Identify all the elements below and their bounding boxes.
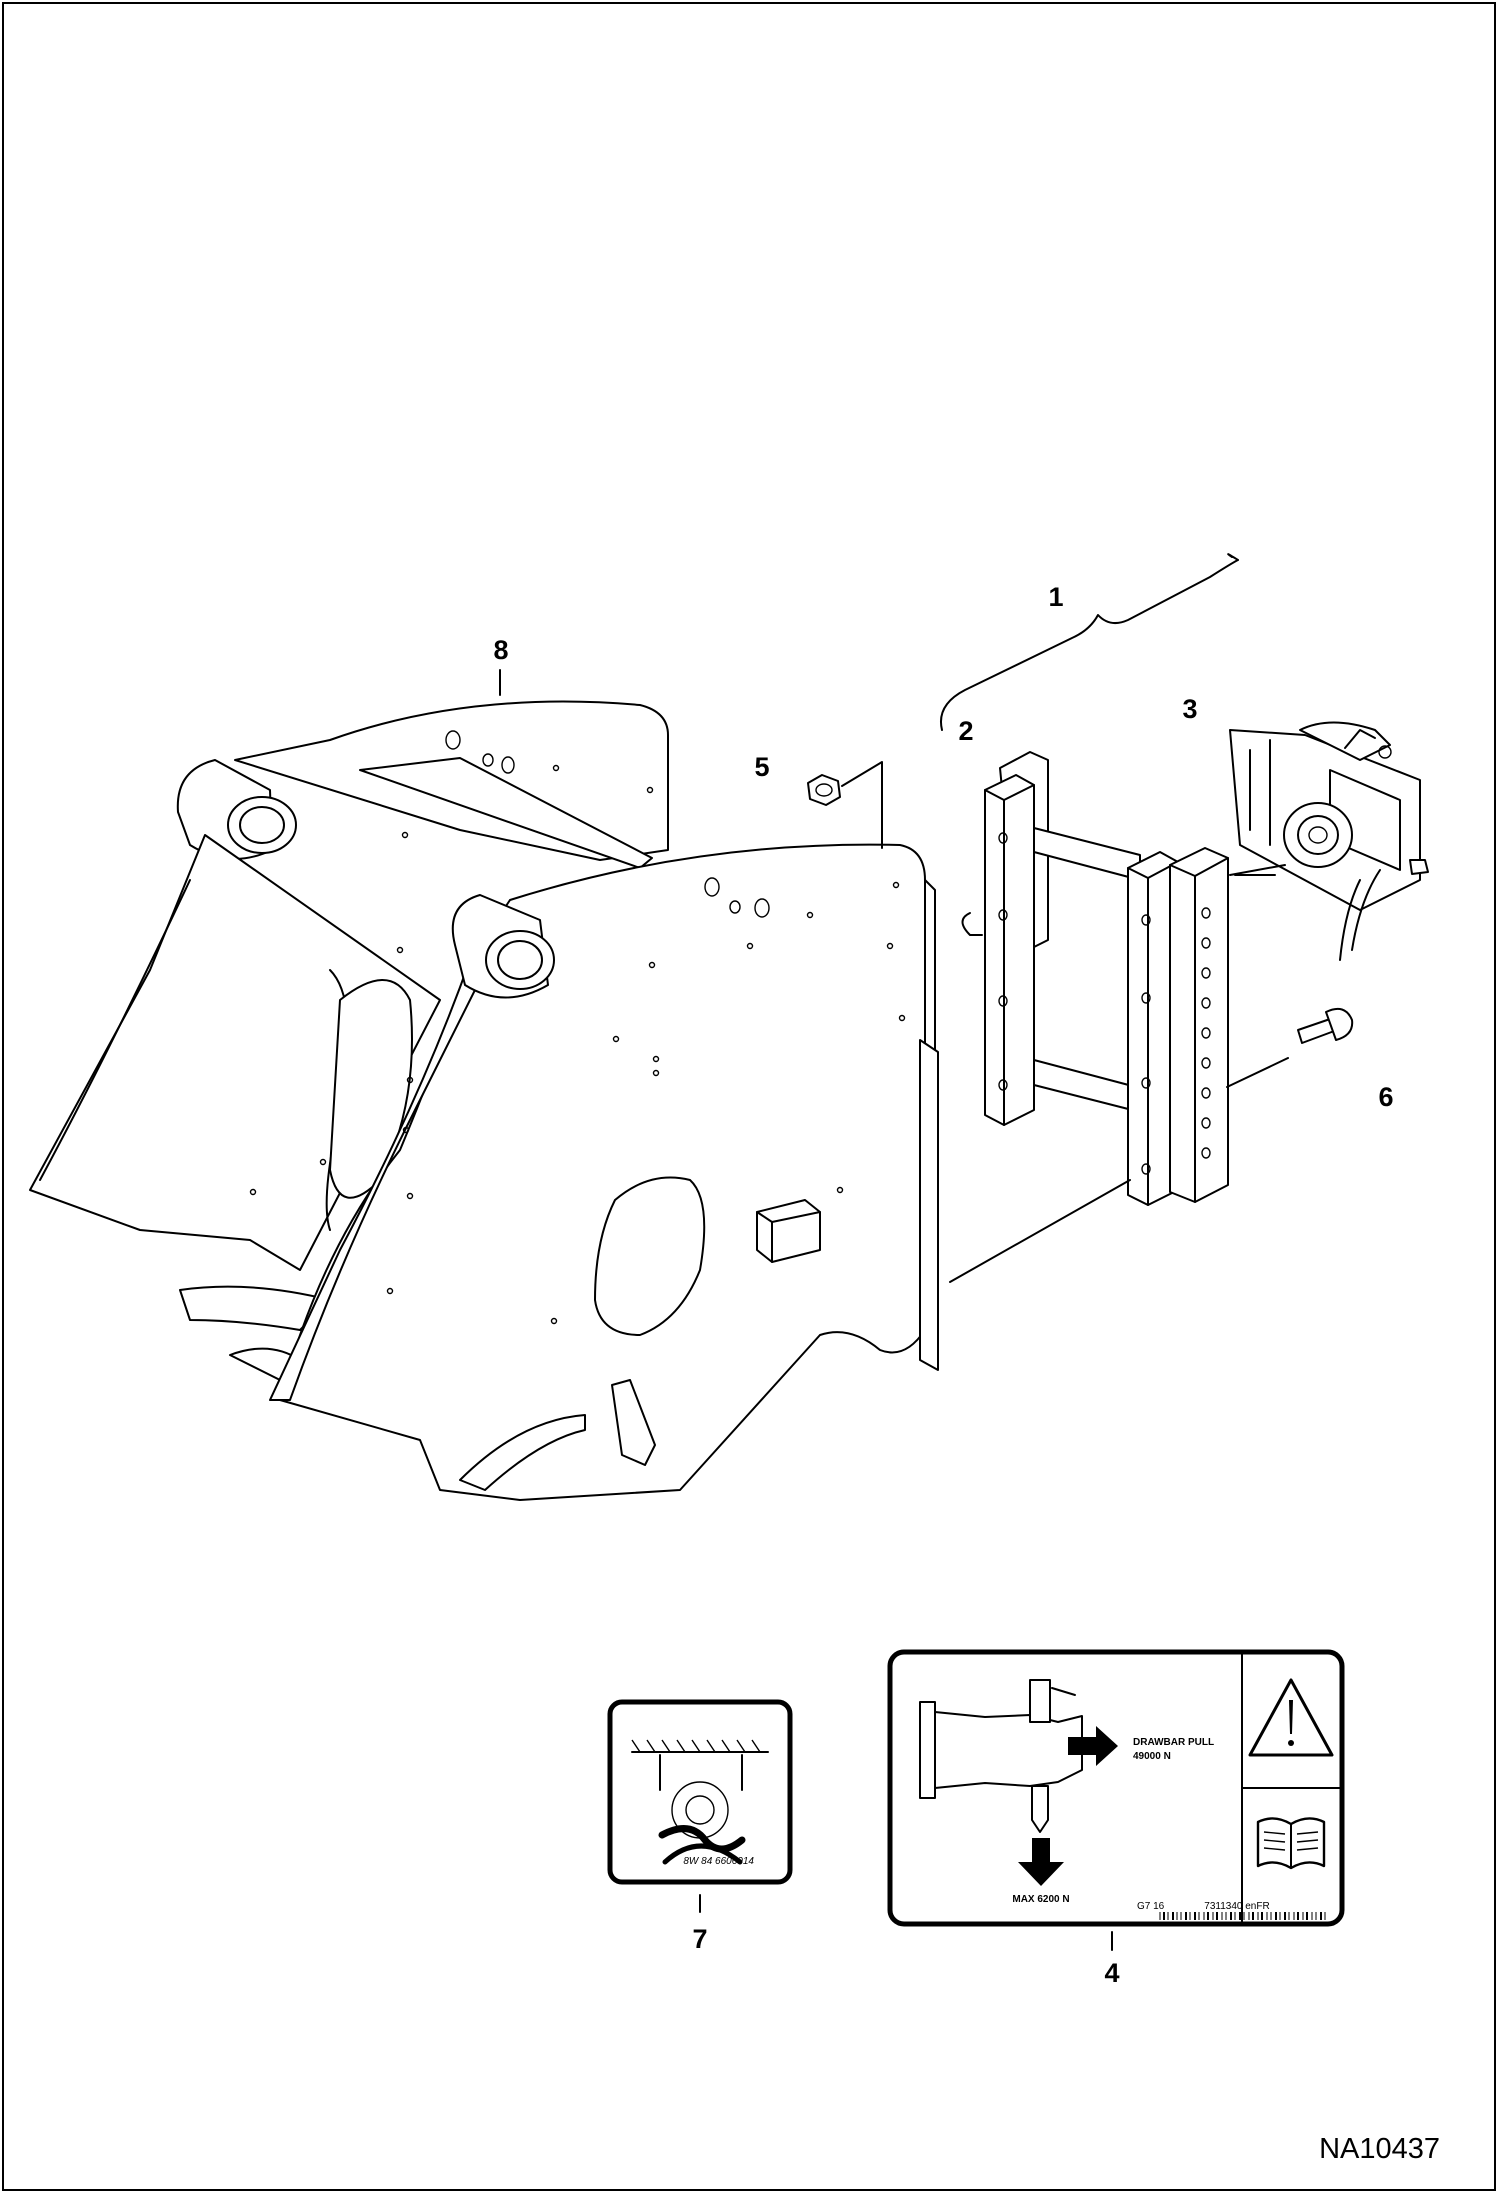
tow-hitch-assembly (1229, 721, 1429, 961)
operator-manual-icon (1256, 1817, 1326, 1870)
warning-triangle-icon (1248, 1678, 1334, 1757)
cap-screw (1226, 1007, 1354, 1088)
callout-2: 2 (958, 716, 973, 746)
decal-4-part-ref: 7311340 enFR (1204, 1901, 1269, 1912)
decal-4-max-load: MAX 6200 N (1012, 1894, 1069, 1905)
decal-4-pull-line2: 49000 N (1133, 1751, 1171, 1762)
frame-weldment (29, 700, 939, 1501)
callout-4: 4 (1104, 1958, 1119, 1988)
callout-5: 5 (754, 752, 769, 782)
decal-4-pull-line1: DRAWBAR PULL (1133, 1737, 1214, 1748)
callout-labels: 1 2 3 4 5 6 7 8 (493, 582, 1393, 1988)
decal-7-code: 8W 84 6606014 (683, 1856, 754, 1867)
lifting-point-decal: 8W 84 6606014 (607, 1699, 793, 1885)
hitch-bracket (949, 751, 1276, 1283)
callout-1: 1 (1048, 582, 1063, 612)
callout-7: 7 (692, 1924, 707, 1954)
assembly-brace (940, 553, 1239, 731)
callout-8: 8 (493, 635, 508, 665)
callout-3: 3 (1182, 694, 1197, 724)
decal-4-code: G7 16 (1137, 1901, 1165, 1912)
flange-nut (807, 761, 883, 849)
barcode (1159, 1912, 1326, 1920)
callout-6: 6 (1378, 1082, 1393, 1112)
drawing-number: NA10437 (1319, 2133, 1440, 2165)
drawbar-capacity-decal: DRAWBAR PULL 49000 N MAX 6200 N G7 16 73… (887, 1649, 1345, 1927)
